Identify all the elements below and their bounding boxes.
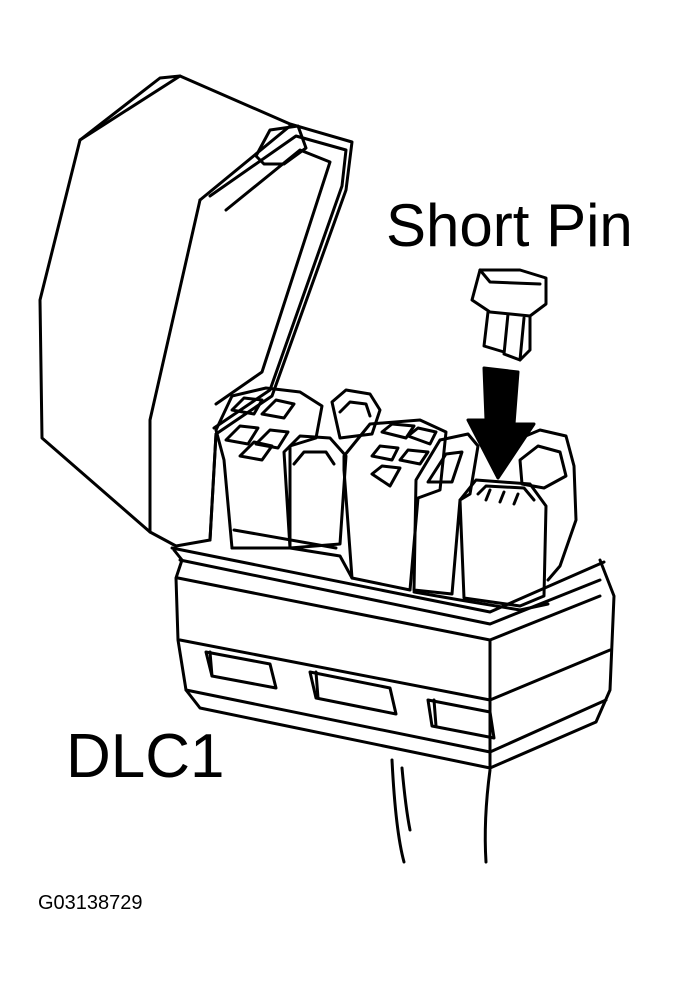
short-pin-label: Short Pin — [386, 192, 633, 259]
insertion-arrow — [466, 366, 536, 480]
terminal-blocks — [214, 386, 578, 612]
dlc1-label: DLC1 — [66, 722, 225, 791]
latch-tabs — [204, 650, 496, 740]
cable — [390, 758, 492, 864]
connector-lid — [38, 74, 354, 548]
figure-id-label: G03138729 — [38, 892, 143, 914]
connector-body — [170, 546, 616, 770]
short-pin — [470, 268, 548, 362]
